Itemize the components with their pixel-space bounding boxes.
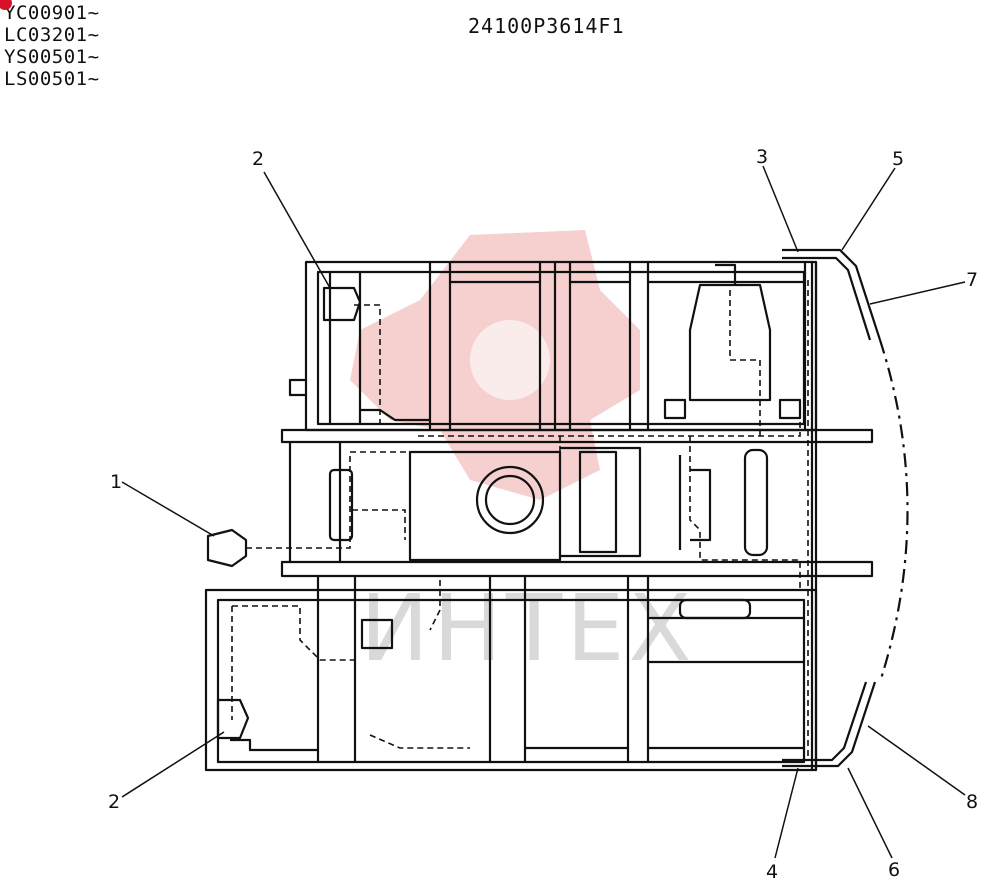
lower-frame	[204, 576, 818, 772]
callout-2-bottom: 2	[108, 791, 120, 813]
callout-2-top: 2	[252, 148, 264, 170]
callout-7: 7	[966, 269, 978, 291]
serial-2: LC03201~	[4, 24, 100, 46]
watermark-logo-icon	[350, 230, 640, 500]
marker-badge	[0, 0, 12, 10]
callout-1: 1	[110, 471, 122, 493]
horn-lamp	[206, 528, 248, 568]
wiring-harness	[231, 280, 809, 760]
callout-8: 8	[966, 791, 978, 813]
lamp-rear	[216, 698, 250, 740]
lamp-front	[322, 286, 362, 322]
part-code: 24100P3614F1	[468, 14, 625, 38]
serial-list: YC00901~ LC03201~ YS00501~ LS00501~	[0, 0, 100, 90]
leader-lines	[121, 165, 966, 859]
callout-5: 5	[892, 148, 904, 170]
serial-3: YS00501~	[4, 46, 100, 68]
callout-4: 4	[766, 861, 778, 883]
rear-guard	[782, 248, 909, 770]
serial-4: LS00501~	[4, 68, 100, 90]
callout-6: 6	[888, 859, 900, 881]
middle-beams	[280, 263, 874, 578]
callout-3: 3	[756, 146, 768, 168]
serial-1: YC00901~	[4, 2, 100, 24]
